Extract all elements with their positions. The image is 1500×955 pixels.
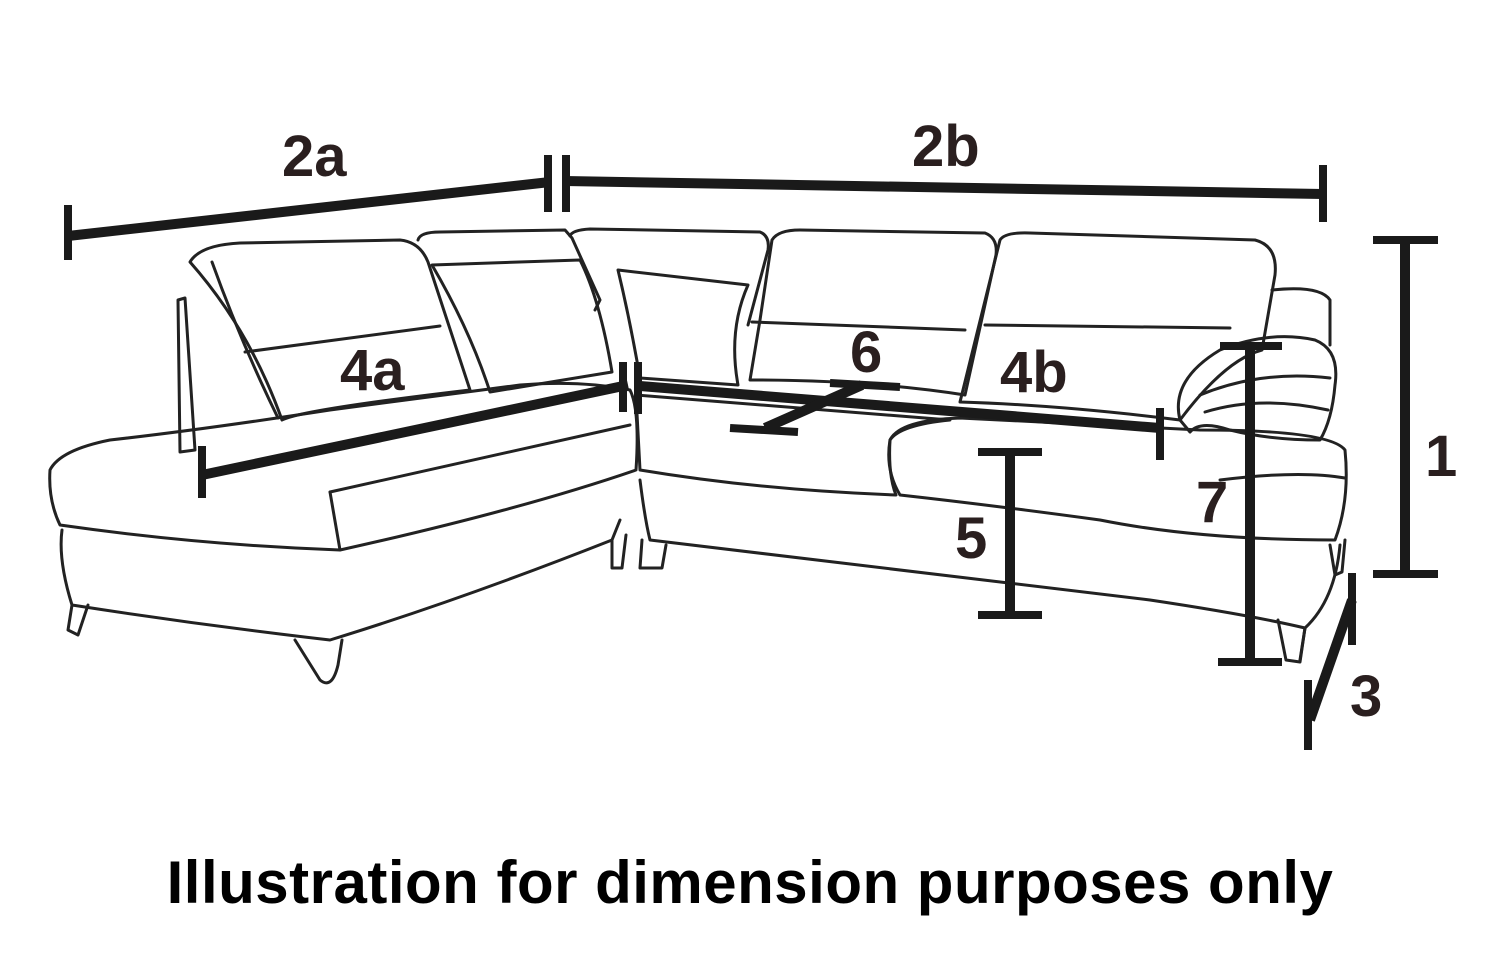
label-4b: 4b xyxy=(1000,340,1068,405)
dimension-5 xyxy=(978,448,1042,619)
label-6: 6 xyxy=(850,320,882,385)
dimension-6 xyxy=(729,379,901,436)
label-2a: 2a xyxy=(282,124,347,189)
label-4a: 4a xyxy=(340,338,405,403)
dimension-2b xyxy=(562,155,1327,222)
sofa-outline xyxy=(48,227,1348,685)
dimension-4a xyxy=(198,362,630,498)
label-5: 5 xyxy=(955,506,987,571)
label-1: 1 xyxy=(1425,424,1457,489)
caption-text: Illustration for dimension purposes only xyxy=(166,849,1334,916)
label-7: 7 xyxy=(1196,470,1228,535)
dimension-3 xyxy=(1304,573,1357,750)
dimension-7 xyxy=(1218,342,1282,666)
dimension-2a xyxy=(64,155,552,260)
label-3: 3 xyxy=(1350,664,1382,729)
dimension-4b xyxy=(634,362,1164,460)
label-2b: 2b xyxy=(912,114,980,179)
dimension-1 xyxy=(1373,236,1438,578)
